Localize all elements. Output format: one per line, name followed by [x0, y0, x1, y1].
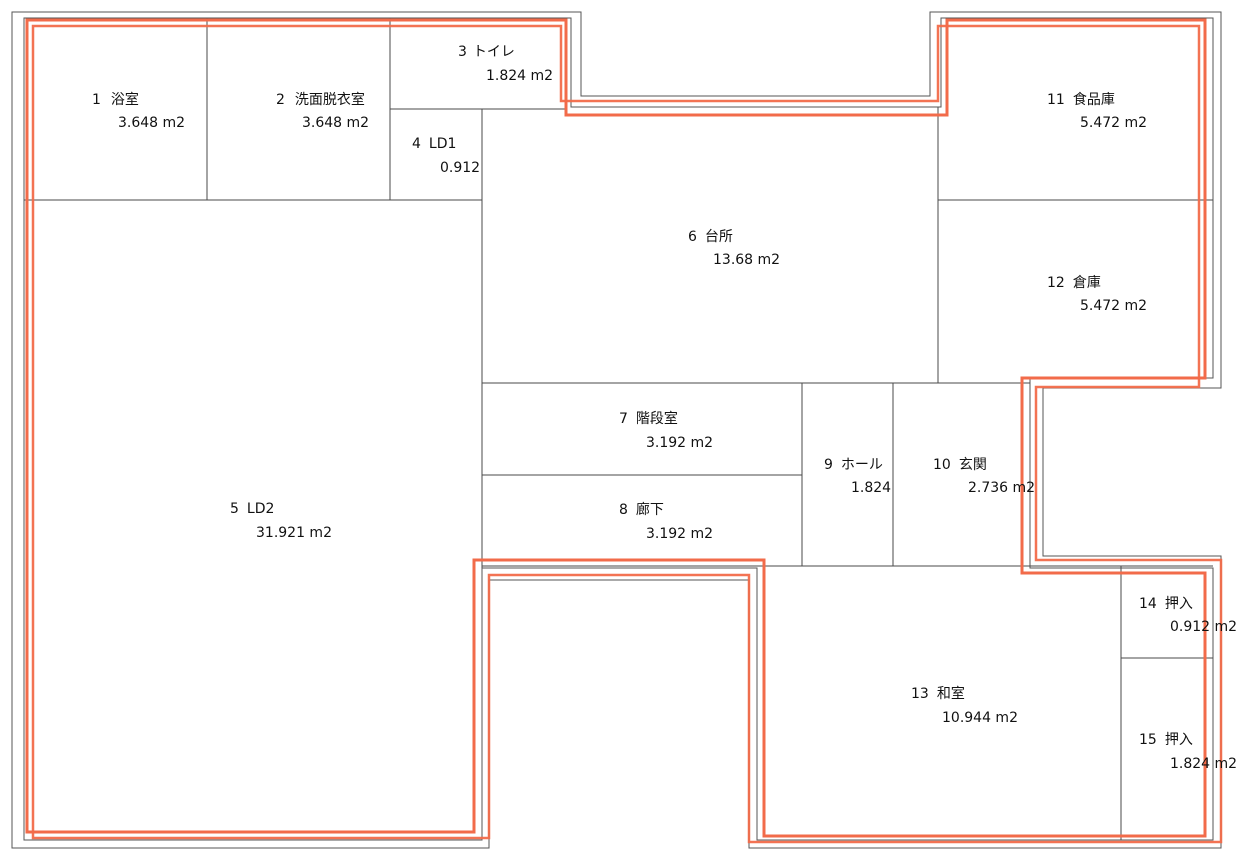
room-2-area: 3.648 m2	[302, 115, 369, 131]
room-5-id: 5	[230, 501, 239, 517]
room-14-id: 14	[1139, 596, 1157, 612]
room-14-label: 押入	[1165, 596, 1193, 612]
room-3-id: 3	[458, 44, 467, 60]
room-1-label: 浴室	[111, 91, 139, 108]
room-10-name: 10 玄関	[933, 456, 987, 473]
inner-wall-line	[23, 17, 1214, 841]
room-1-name: 1 浴室	[92, 91, 139, 108]
room-13-label: 和室	[937, 685, 965, 702]
room-5-label: LD2	[247, 501, 275, 517]
room-4-label: LD1	[429, 136, 457, 152]
room-12-label: 倉庫	[1073, 274, 1101, 291]
room-14-name: 14 押入	[1139, 596, 1193, 612]
room-12-name: 12 倉庫	[1047, 274, 1101, 291]
room-partitions	[24, 18, 1213, 840]
highlight-outline-inner	[31, 24, 1223, 844]
room-2-id: 2	[276, 92, 285, 108]
room-8-id: 8	[619, 502, 628, 518]
room-4-name: 4 LD1	[412, 136, 456, 152]
room-3-area: 1.824 m2	[486, 68, 553, 84]
room-5-name: 5 LD2	[230, 501, 274, 517]
room-8-area: 3.192 m2	[646, 526, 713, 542]
room-11-area: 5.472 m2	[1080, 115, 1147, 131]
room-9-id: 9	[824, 457, 833, 473]
room-7-label: 階段室	[636, 410, 678, 427]
outer-wall-line	[11, 11, 1222, 849]
room-11-label: 食品庫	[1073, 91, 1115, 108]
room-1-area: 3.648 m2	[118, 115, 185, 131]
room-15-id: 15	[1139, 732, 1157, 748]
outer-walls	[11, 11, 1222, 849]
room-15-label: 押入	[1165, 732, 1193, 748]
room-2-label: 洗面脱衣室	[295, 91, 365, 108]
room-13-name: 13 和室	[911, 685, 965, 702]
room-5-area: 31.921 m2	[256, 525, 332, 541]
room-4-area: 0.912	[440, 160, 480, 176]
room-10-id: 10	[933, 457, 951, 473]
room-6-area: 13.68 m2	[713, 252, 780, 268]
room-9-area: 1.824	[851, 480, 891, 496]
room-12-id: 12	[1047, 275, 1065, 291]
highlight-outline-outer	[25, 18, 1207, 838]
room-10-label: 玄関	[959, 456, 987, 473]
room-9-label: ホール	[841, 457, 883, 473]
room-12-area: 5.472 m2	[1080, 298, 1147, 314]
room-7-id: 7	[619, 411, 628, 427]
room-7-name: 7 階段室	[619, 410, 678, 427]
room-11-name: 11 食品庫	[1047, 91, 1115, 108]
room-6-id: 6	[688, 229, 697, 245]
room-6-label: 台所	[705, 229, 733, 245]
room-3-name: 3 トイレ	[458, 44, 515, 60]
room-7-area: 3.192 m2	[646, 435, 713, 451]
room-13-area: 10.944 m2	[942, 710, 1018, 726]
room-13-id: 13	[911, 686, 929, 702]
room-15-area: 1.824 m2	[1170, 756, 1237, 772]
room-4-id: 4	[412, 136, 421, 152]
room-2-name: 2 洗面脱衣室	[276, 91, 365, 108]
room-3-label: トイレ	[473, 44, 515, 60]
room-10-area: 2.736 m2	[968, 480, 1035, 496]
room-15-name: 15 押入	[1139, 732, 1193, 748]
room-8-name: 8 廊下	[619, 501, 664, 518]
room-14-area: 0.912 m2	[1170, 619, 1237, 635]
room-labels: 1 浴室 3.648 m2 2 洗面脱衣室 3.648 m2 3 トイレ 1.824 …	[92, 44, 1237, 772]
room-6-name: 6 台所	[688, 229, 733, 245]
room-8-label: 廊下	[636, 501, 664, 518]
room-9-name: 9 ホール	[824, 457, 883, 473]
highlight-outline	[25, 18, 1223, 844]
room-1-id: 1	[92, 92, 101, 108]
room-11-id: 11	[1047, 92, 1065, 108]
